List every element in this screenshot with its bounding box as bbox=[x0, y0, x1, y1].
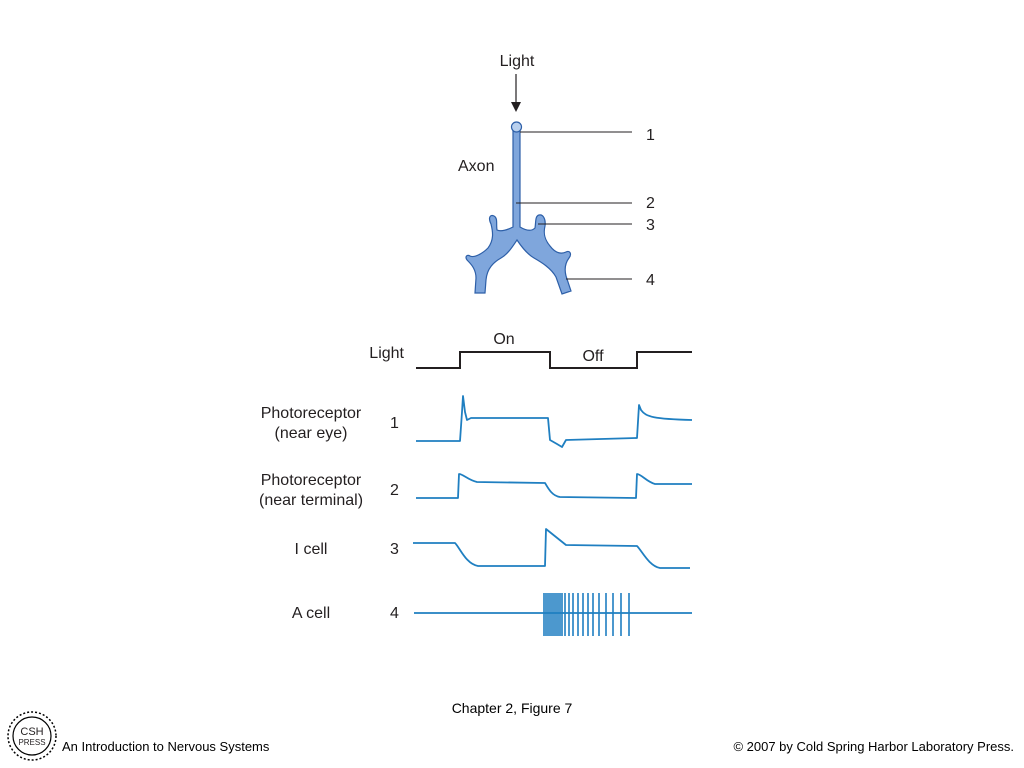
logo-outer-ring bbox=[7, 711, 57, 761]
figure-caption: Chapter 2, Figure 7 bbox=[451, 700, 573, 716]
row2-label-line1: Photoreceptor bbox=[261, 472, 362, 489]
neuron-diagram: Light Axon 1 2 3 4 bbox=[458, 53, 655, 295]
off-label: Off bbox=[582, 348, 604, 365]
light-arrow-label: Light bbox=[500, 53, 535, 70]
site-number-2: 2 bbox=[646, 195, 655, 212]
on-label: On bbox=[493, 331, 514, 348]
axon-label: Axon bbox=[458, 158, 494, 175]
book-title: An Introduction to Nervous Systems bbox=[62, 739, 270, 754]
photoreceptor-near-eye-trace bbox=[416, 395, 693, 448]
row2-number: 2 bbox=[390, 482, 399, 499]
row3-label: I cell bbox=[295, 541, 328, 558]
row1-label-line2: (near eye) bbox=[275, 425, 348, 442]
row3-number: 3 bbox=[390, 541, 399, 558]
response-traces: Light On Off Photoreceptor (near eye) 1 … bbox=[259, 331, 693, 636]
neuron-tip-icon bbox=[510, 121, 523, 133]
i-cell-trace bbox=[413, 528, 690, 569]
row4-label: A cell bbox=[292, 605, 330, 622]
logo-inner-ring bbox=[12, 716, 52, 756]
light-row-label: Light bbox=[369, 345, 404, 362]
row4-number: 4 bbox=[390, 605, 399, 622]
logo-text-bottom: PRESS bbox=[18, 738, 45, 747]
logo-text-top: CSH bbox=[20, 726, 43, 738]
cshl-press-logo: CSH PRESS bbox=[7, 711, 57, 761]
site-number-4: 4 bbox=[646, 272, 655, 289]
copyright-notice: © 2007 by Cold Spring Harbor Laboratory … bbox=[733, 739, 1014, 754]
neuron-shape bbox=[465, 130, 572, 295]
photoreceptor-near-terminal-trace bbox=[416, 473, 692, 499]
row1-label-line1: Photoreceptor bbox=[261, 405, 362, 422]
row2-label-line2: (near terminal) bbox=[259, 492, 363, 509]
site-number-1: 1 bbox=[646, 127, 655, 144]
site-number-3: 3 bbox=[646, 217, 655, 234]
a-cell-spikes bbox=[543, 593, 630, 636]
row1-number: 1 bbox=[390, 415, 399, 432]
light-arrow-head bbox=[511, 102, 521, 112]
light-stimulus-trace bbox=[416, 351, 692, 369]
